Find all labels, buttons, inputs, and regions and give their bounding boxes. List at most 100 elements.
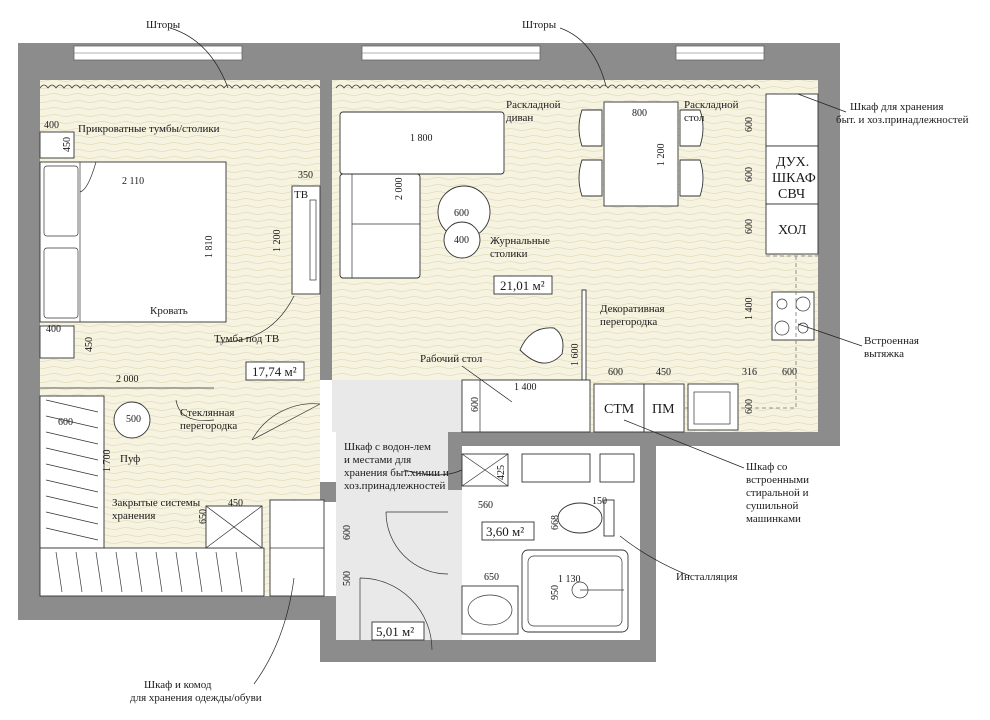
curtain-left (39, 84, 321, 89)
dim-1130: 1 130 (558, 574, 581, 585)
wall-right (818, 43, 840, 432)
kitchen-sink (687, 383, 739, 431)
label-glass-1: Стеклянная (180, 407, 235, 419)
label-dishwasher: СТМ (604, 402, 635, 417)
dim-450c: 450 (228, 498, 243, 509)
dim-k600b: 600 (744, 167, 755, 182)
dining-table (603, 101, 679, 207)
label-pm: ПМ (652, 402, 675, 417)
label-glass-2: перегородка (180, 420, 237, 432)
label-desk: Рабочий стол (420, 353, 483, 365)
dim-600c: 600 (454, 208, 469, 219)
dim-1400d: 1 400 (514, 382, 537, 393)
sofa-seat (339, 173, 421, 279)
label-washer-2: встроенными (746, 474, 809, 486)
dim-600h: 600 (342, 525, 353, 540)
label-closed-1: Закрытые системы (112, 497, 201, 509)
bedside-table-bottom (39, 325, 75, 359)
dim-600d: 600 (470, 397, 481, 412)
dim-150: 150 (592, 496, 607, 507)
bedroom-furniture (39, 131, 325, 597)
toilet-tank (603, 499, 615, 537)
coffee-table-small (443, 221, 481, 259)
label-oven-3: СВЧ (778, 187, 805, 202)
curtain-right (335, 84, 761, 89)
dim-1810: 1 810 (204, 236, 215, 259)
label-curtains-left: Шторы (146, 19, 181, 31)
label-washer-3: стиральной и (746, 487, 809, 499)
wall-hall-right (448, 432, 462, 490)
dim-1600: 1 600 (570, 344, 581, 367)
label-bedside: Прикроватные тумбы/столики (78, 123, 220, 135)
dim-2110: 2 110 (122, 176, 144, 187)
area-living: 21,01 м² (500, 278, 545, 293)
shelf-1 (521, 453, 591, 483)
dim-k600c: 600 (744, 219, 755, 234)
leader-lines (169, 27, 863, 685)
bedroom-door (251, 403, 321, 441)
label-tv-stand: Тумба под ТВ (214, 333, 279, 345)
label-tv: ТВ (294, 189, 308, 201)
sofa-back (339, 111, 505, 175)
wall-kitchen-bottom (640, 432, 840, 446)
shelf-2 (599, 453, 635, 483)
dim-400b: 400 (46, 324, 61, 335)
dim-950: 950 (550, 585, 561, 600)
label-heater-1: Шкаф с водон-лем (344, 441, 431, 453)
dim-1200t: 1 200 (656, 144, 667, 167)
area-hall: 5,01 м² (376, 624, 414, 639)
desk-chair (519, 327, 564, 364)
dim-650b: 650 (484, 572, 499, 583)
label-oven-1: ДУХ. (776, 155, 809, 170)
kitchen-storage-cabinet (765, 93, 819, 147)
label-closed-2: хранения (112, 510, 155, 522)
dim-2000s: 2 000 (394, 178, 405, 201)
area-bathroom: 3,60 м² (486, 524, 524, 539)
wardrobe-bottom (39, 547, 265, 597)
label-coffee-2: столики (490, 248, 528, 260)
storage-hatch (45, 399, 99, 541)
hall-door-2 (359, 577, 433, 651)
dim-b316: 316 (742, 367, 757, 378)
label-washer-1: Шкаф со (746, 461, 788, 473)
label-coffee-1: Журнальные (490, 235, 550, 247)
label-sofa-1: Раскладной (506, 99, 561, 111)
label-hood-2: вытяжка (864, 348, 904, 360)
wall-bottom-bath (320, 640, 656, 662)
chair-2 (578, 159, 603, 197)
dim-b600: 600 (608, 367, 623, 378)
label-storage-2: быт. и хоз.принадлежностей (836, 114, 969, 126)
chair-4 (679, 159, 704, 197)
dim-500h: 500 (342, 571, 353, 586)
desk (461, 379, 591, 433)
bedside-table-top (39, 131, 75, 159)
living-furniture (339, 101, 704, 433)
area-bedroom: 17,74 м² (252, 364, 297, 379)
bed (39, 161, 227, 323)
kitchen (590, 93, 819, 433)
label-sofa-2: диван (506, 112, 533, 124)
dim-500p: 500 (126, 414, 141, 425)
wall-hall-left (320, 596, 336, 662)
dim-400a: 400 (44, 120, 59, 131)
label-curtains-right: Шторы (522, 19, 557, 31)
label-wardrobe-2: для хранения одежды/обуви (130, 692, 262, 704)
bed-pillow-2 (43, 247, 79, 319)
label-storage-1: Шкаф для хранения (850, 101, 943, 113)
bed-pillow-1 (43, 165, 79, 237)
dim-1200tv: 1 200 (272, 230, 283, 253)
decorative-partition (581, 289, 587, 381)
dim-650a: 650 (198, 509, 209, 524)
label-bed: Кровать (150, 305, 188, 317)
dim-k600a: 600 (744, 117, 755, 132)
dim-800: 800 (632, 108, 647, 119)
chair-1 (578, 109, 603, 147)
dim-450a: 450 (62, 137, 73, 152)
dim-b450: 450 (656, 367, 671, 378)
dim-2000p: 2 000 (116, 374, 139, 385)
dishwasher-cabinet (593, 383, 645, 433)
wall-bath-top (448, 432, 640, 446)
floor-hall-lower (336, 490, 462, 640)
wardrobe-hatch (55, 551, 243, 593)
tv-stand (291, 185, 321, 295)
